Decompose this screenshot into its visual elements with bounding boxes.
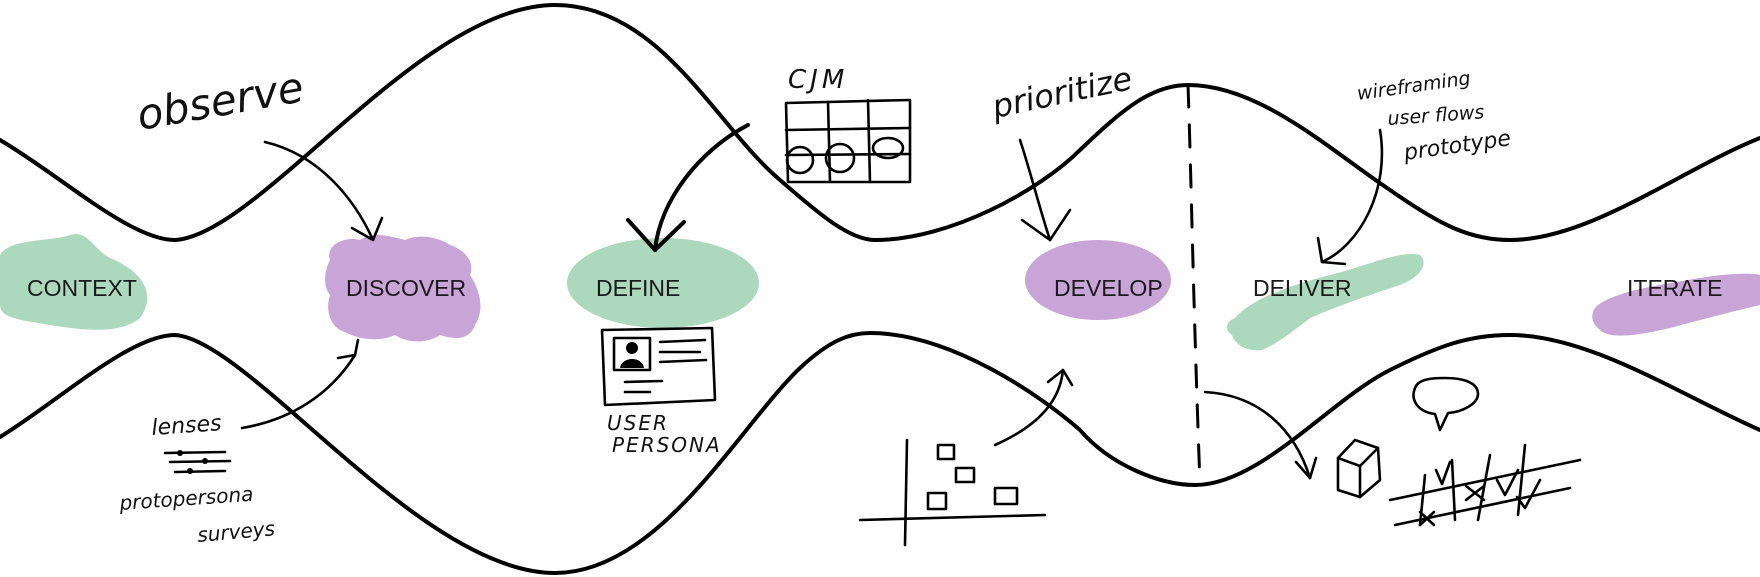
stage-label-deliver: DELIVER xyxy=(1253,275,1351,301)
develop-blob xyxy=(1025,240,1171,320)
observe-arrowhead xyxy=(350,216,384,242)
deliver-arrow xyxy=(1320,128,1384,264)
stage-label-iterate: ITERATE xyxy=(1627,275,1722,301)
lenses-sliders-icon xyxy=(163,450,232,474)
cjm-arrowhead xyxy=(626,218,686,252)
context-blob xyxy=(0,234,148,330)
matrix-arrowhead xyxy=(1046,368,1074,387)
prioritization-matrix-icon xyxy=(858,438,1047,547)
define-blob xyxy=(567,238,759,328)
upper-wave-line xyxy=(0,3,1760,242)
speech-bubble-icon xyxy=(1412,376,1480,432)
user-persona-note-line1: USER xyxy=(607,411,669,435)
stage-label-discover: DISCOVER xyxy=(346,275,466,301)
stage-labels: CONTEXT DISCOVER DEFINE DEVELOP DELIVER … xyxy=(27,275,1722,301)
divider-dashed-line xyxy=(1186,83,1202,487)
prioritize-arrowhead xyxy=(1020,208,1072,242)
deliver-blob xyxy=(1227,254,1424,351)
cjm-arrow xyxy=(653,123,750,252)
user-flows-note: user flows xyxy=(1387,101,1485,130)
surveys-note: surveys xyxy=(196,516,276,547)
cjm-grid-icon xyxy=(784,98,912,184)
color-blobs xyxy=(0,234,1760,351)
arrows xyxy=(240,123,1384,480)
deliver-arrowhead xyxy=(1316,236,1347,266)
prototype-note: prototype xyxy=(1401,126,1512,166)
prioritize-arrow xyxy=(1018,138,1052,242)
cube-icon xyxy=(1336,438,1382,499)
tic-tac-toe-grid-icon xyxy=(1388,443,1582,527)
lenses-arrow xyxy=(240,353,357,430)
user-persona-note-line2: PERSONA xyxy=(612,433,722,457)
prioritize-note: prioritize xyxy=(988,59,1136,126)
lenses-note: lenses xyxy=(151,411,223,441)
matrix-arrow xyxy=(993,368,1065,447)
lenses-arrowhead xyxy=(336,338,360,360)
cjm-note: CJM xyxy=(788,65,848,95)
observe-note: observe xyxy=(133,62,307,139)
user-persona-card-icon xyxy=(600,326,717,407)
iterate-blob xyxy=(1592,273,1760,336)
iterate-arrowhead xyxy=(1294,456,1318,480)
stage-label-context: CONTEXT xyxy=(27,275,137,301)
stage-label-develop: DEVELOP xyxy=(1054,275,1163,301)
protopersona-note: protopersona xyxy=(118,482,254,515)
diamond-outline xyxy=(0,3,1760,575)
observe-arrow xyxy=(263,140,375,242)
discover-blob xyxy=(325,235,481,342)
lower-wave-line xyxy=(0,331,1760,575)
wireframing-note: wireframing xyxy=(1356,67,1472,105)
stage-label-define: DEFINE xyxy=(596,275,680,301)
iterate-arrow xyxy=(1203,390,1312,480)
